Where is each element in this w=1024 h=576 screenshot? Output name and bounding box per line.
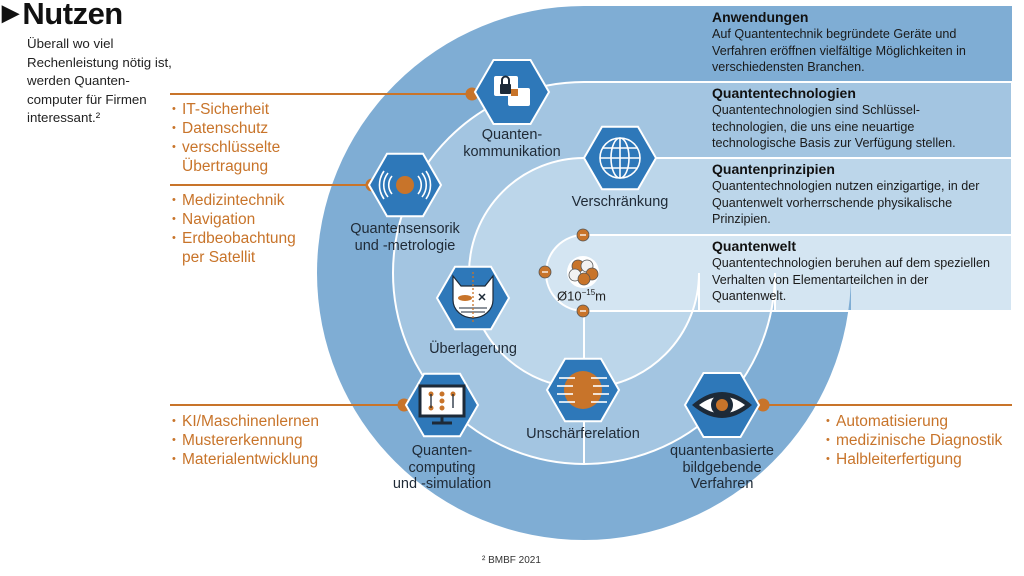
label-quantenkommunikation: Quanten-kommunikation	[463, 127, 561, 160]
list-item: medizinische Diagnostik	[826, 431, 1024, 450]
label-verschraenkung: Verschränkung	[571, 194, 669, 210]
footnote: ² BMBF 2021	[482, 555, 541, 566]
list-item: KI/Maschinenlernen	[172, 412, 352, 431]
list-item: Navigation	[172, 210, 322, 229]
list-item: Mustererkennung	[172, 431, 352, 450]
list-item: Automatisierung	[826, 412, 1024, 431]
list-item: verschlüsselte Übertragung	[172, 138, 312, 176]
cat-icon	[452, 272, 494, 322]
lock-chat-icon	[494, 75, 530, 106]
list-item: Datenschutz	[172, 119, 312, 138]
list-item: Materialentwicklung	[172, 450, 352, 469]
eye-icon	[692, 392, 752, 418]
applications-communication: IT-Sicherheit Datenschutz verschlüsselte…	[172, 100, 312, 176]
blurred-sphere-icon	[557, 371, 609, 409]
label-unschaerferelation: Unschärferelation	[526, 426, 640, 442]
list-item: Halbleiterfertigung	[826, 450, 1024, 469]
intro-text: Überall wo viel Rechenleistung nötig ist…	[27, 36, 172, 125]
atom-icon	[538, 228, 599, 318]
sensor-waves-icon	[378, 170, 432, 200]
play-arrow-icon: ▶	[2, 0, 19, 25]
page-title: ▶Nutzen	[2, 0, 123, 31]
list-item: IT-Sicherheit	[172, 100, 312, 119]
applications-computing: KI/Maschinenlernen Mustererkennung Mater…	[172, 412, 352, 469]
label-ueberlagerung: Überlagerung	[429, 341, 517, 357]
list-item: Erdbeobachtung per Satellit	[172, 229, 322, 267]
nucleus-size-label: Ø10−15m	[557, 288, 606, 304]
list-item: Medizintechnik	[172, 191, 322, 210]
applications-imaging: Automatisierung medizinische Diagnostik …	[826, 412, 1024, 469]
monitor-icon	[418, 384, 466, 425]
applications-sensing: Medizintechnik Navigation Erdbeobachtung…	[172, 191, 322, 267]
globe-icon	[599, 137, 641, 179]
